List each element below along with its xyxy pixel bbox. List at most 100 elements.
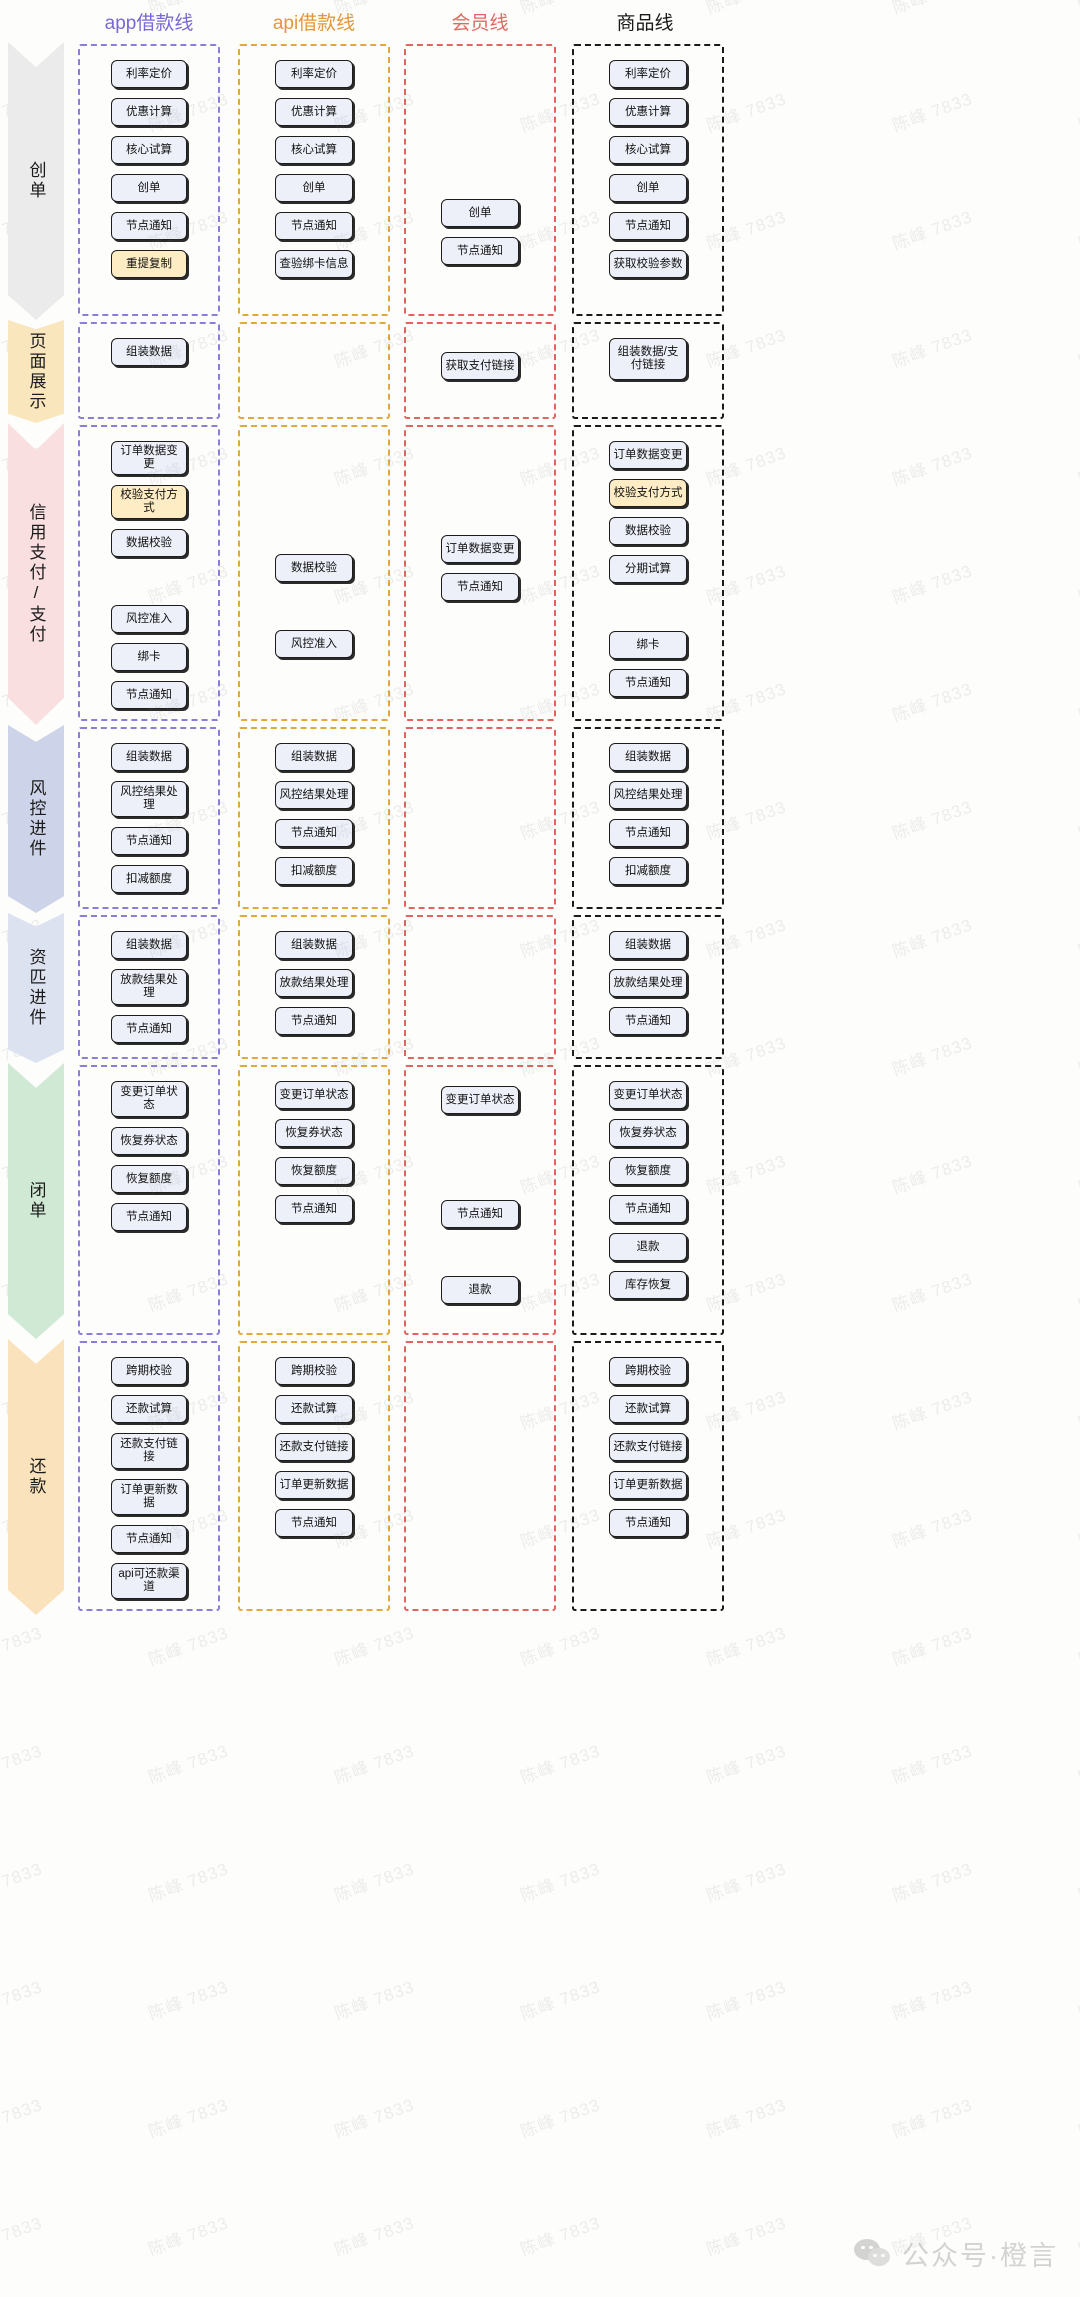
node-close-api-1[interactable]: 恢复券状态 xyxy=(275,1119,353,1147)
node-repay-app-0[interactable]: 跨期校验 xyxy=(111,1357,187,1385)
node-repay-api-1[interactable]: 还款试算 xyxy=(275,1395,353,1423)
node-repay-product-0[interactable]: 跨期校验 xyxy=(609,1357,687,1385)
node-pay-app-0[interactable]: 订单数据变更 xyxy=(111,441,187,475)
lane-close-app: 变更订单状态恢复券状态恢复额度节点通知 xyxy=(78,1065,220,1335)
node-repay-api-3[interactable]: 订单更新数据 xyxy=(275,1471,353,1499)
node-risk-api-3[interactable]: 扣减额度 xyxy=(275,857,353,885)
node-create-api-4[interactable]: 节点通知 xyxy=(275,212,353,240)
node-create-product-4[interactable]: 节点通知 xyxy=(609,212,687,240)
node-risk-app-3[interactable]: 扣减额度 xyxy=(111,865,187,893)
node-risk-product-1[interactable]: 风控结果处理 xyxy=(609,781,687,809)
node-create-app-1[interactable]: 优惠计算 xyxy=(111,98,187,126)
node-repay-api-4[interactable]: 节点通知 xyxy=(275,1509,353,1537)
phase-label-create: 创单 xyxy=(26,161,46,201)
node-create-app-2[interactable]: 核心试算 xyxy=(111,136,187,164)
node-create-api-2[interactable]: 核心试算 xyxy=(275,136,353,164)
node-risk-app-1[interactable]: 风控结果处理 xyxy=(111,781,187,817)
node-match-product-2[interactable]: 节点通知 xyxy=(609,1007,687,1035)
node-create-api-3[interactable]: 创单 xyxy=(275,174,353,202)
node-pay-app-5[interactable]: 绑卡 xyxy=(111,643,187,671)
node-repay-api-0[interactable]: 跨期校验 xyxy=(275,1357,353,1385)
node-repay-app-5[interactable]: api可还款渠道 xyxy=(111,1563,187,1599)
node-create-product-0[interactable]: 利率定价 xyxy=(609,60,687,88)
node-pay-app-6[interactable]: 节点通知 xyxy=(111,681,187,709)
node-close-api-0[interactable]: 变更订单状态 xyxy=(275,1081,353,1109)
node-repay-product-4[interactable]: 节点通知 xyxy=(609,1509,687,1537)
node-pay-api-2[interactable]: 数据校验 xyxy=(275,554,353,582)
node-repay-app-4[interactable]: 节点通知 xyxy=(111,1525,187,1553)
node-create-product-3[interactable]: 创单 xyxy=(609,174,687,202)
node-close-app-0[interactable]: 变更订单状态 xyxy=(111,1081,187,1117)
node-close-product-2[interactable]: 恢复额度 xyxy=(609,1157,687,1185)
node-risk-product-3[interactable]: 扣减额度 xyxy=(609,857,687,885)
node-close-product-4[interactable]: 退款 xyxy=(609,1233,687,1261)
lane-create-app: 利率定价优惠计算核心试算创单节点通知重提复制 xyxy=(78,44,220,316)
node-match-app-2[interactable]: 节点通知 xyxy=(111,1015,187,1043)
node-close-api-3[interactable]: 节点通知 xyxy=(275,1195,353,1223)
node-match-product-0[interactable]: 组装数据 xyxy=(609,931,687,959)
node-create-api-5[interactable]: 查验绑卡信息 xyxy=(275,250,353,278)
node-repay-product-3[interactable]: 订单更新数据 xyxy=(609,1471,687,1499)
phase-label-match: 资匹进件 xyxy=(26,948,46,1028)
node-pay-product-5[interactable]: 绑卡 xyxy=(609,631,687,659)
node-create-app-3[interactable]: 创单 xyxy=(111,174,187,202)
node-match-app-1[interactable]: 放款结果处理 xyxy=(111,969,187,1005)
node-close-app-1[interactable]: 恢复券状态 xyxy=(111,1127,187,1155)
node-close-member-0[interactable]: 变更订单状态 xyxy=(441,1086,519,1114)
node-close-member-5[interactable]: 退款 xyxy=(441,1276,519,1304)
node-create-api-1[interactable]: 优惠计算 xyxy=(275,98,353,126)
node-create-app-5[interactable]: 重提复制 xyxy=(111,250,187,278)
node-pay-product-6[interactable]: 节点通知 xyxy=(609,669,687,697)
node-create-member-4[interactable]: 节点通知 xyxy=(441,237,519,265)
node-create-member-3[interactable]: 创单 xyxy=(441,199,519,227)
node-create-product-1[interactable]: 优惠计算 xyxy=(609,98,687,126)
node-create-product-2[interactable]: 核心试算 xyxy=(609,136,687,164)
node-create-product-5[interactable]: 获取校验参数 xyxy=(609,250,687,278)
node-display-product-0[interactable]: 组装数据/支付链接 xyxy=(609,338,687,380)
node-pay-api-4[interactable]: 风控准入 xyxy=(275,630,353,658)
node-pay-product-3[interactable]: 分期试算 xyxy=(609,555,687,583)
node-risk-api-2[interactable]: 节点通知 xyxy=(275,819,353,847)
node-repay-app-2[interactable]: 还款支付链接 xyxy=(111,1433,187,1469)
node-pay-member-1[interactable]: 节点通知 xyxy=(441,573,519,601)
node-pay-product-0[interactable]: 订单数据变更 xyxy=(609,441,687,469)
node-close-product-3[interactable]: 节点通知 xyxy=(609,1195,687,1223)
node-close-app-2[interactable]: 恢复额度 xyxy=(111,1165,187,1193)
node-risk-app-0[interactable]: 组装数据 xyxy=(111,743,187,771)
node-match-api-0[interactable]: 组装数据 xyxy=(275,931,353,959)
node-pay-app-1[interactable]: 校验支付方式 xyxy=(111,485,187,519)
node-pay-app-4[interactable]: 风控准入 xyxy=(111,605,187,633)
node-close-product-5[interactable]: 库存恢复 xyxy=(609,1271,687,1299)
node-close-api-2[interactable]: 恢复额度 xyxy=(275,1157,353,1185)
node-create-api-0[interactable]: 利率定价 xyxy=(275,60,353,88)
node-risk-product-2[interactable]: 节点通知 xyxy=(609,819,687,847)
node-risk-app-2[interactable]: 节点通知 xyxy=(111,827,187,855)
node-close-product-1[interactable]: 恢复券状态 xyxy=(609,1119,687,1147)
node-create-app-0[interactable]: 利率定价 xyxy=(111,60,187,88)
node-close-member-3[interactable]: 节点通知 xyxy=(441,1200,519,1228)
node-display-member-0[interactable]: 获取支付链接 xyxy=(441,352,519,380)
lane-body: 利率定价优惠计算核心试算创单节点通知查验绑卡信息 xyxy=(240,46,388,314)
node-repay-app-3[interactable]: 订单更新数据 xyxy=(111,1479,187,1515)
node-match-api-1[interactable]: 放款结果处理 xyxy=(275,969,353,997)
node-risk-product-0[interactable]: 组装数据 xyxy=(609,743,687,771)
node-repay-api-2[interactable]: 还款支付链接 xyxy=(275,1433,353,1461)
node-pay-product-1[interactable]: 校验支付方式 xyxy=(609,479,687,507)
node-risk-api-0[interactable]: 组装数据 xyxy=(275,743,353,771)
node-risk-api-1[interactable]: 风控结果处理 xyxy=(275,781,353,809)
node-pay-member-0[interactable]: 订单数据变更 xyxy=(441,535,519,563)
watermark-text: 陈峰 7833 xyxy=(1075,2213,1080,2260)
node-repay-product-1[interactable]: 还款试算 xyxy=(609,1395,687,1423)
node-pay-product-2[interactable]: 数据校验 xyxy=(609,517,687,545)
node-repay-app-1[interactable]: 还款试算 xyxy=(111,1395,187,1423)
lane-pay-api: 数据校验风控准入 xyxy=(238,425,390,721)
node-create-app-4[interactable]: 节点通知 xyxy=(111,212,187,240)
node-match-product-1[interactable]: 放款结果处理 xyxy=(609,969,687,997)
node-match-api-2[interactable]: 节点通知 xyxy=(275,1007,353,1035)
node-match-app-0[interactable]: 组装数据 xyxy=(111,931,187,959)
node-display-app-0[interactable]: 组装数据 xyxy=(111,338,187,366)
node-close-app-3[interactable]: 节点通知 xyxy=(111,1203,187,1231)
node-repay-product-2[interactable]: 还款支付链接 xyxy=(609,1433,687,1461)
node-pay-app-2[interactable]: 数据校验 xyxy=(111,529,187,557)
node-close-product-0[interactable]: 变更订单状态 xyxy=(609,1081,687,1109)
